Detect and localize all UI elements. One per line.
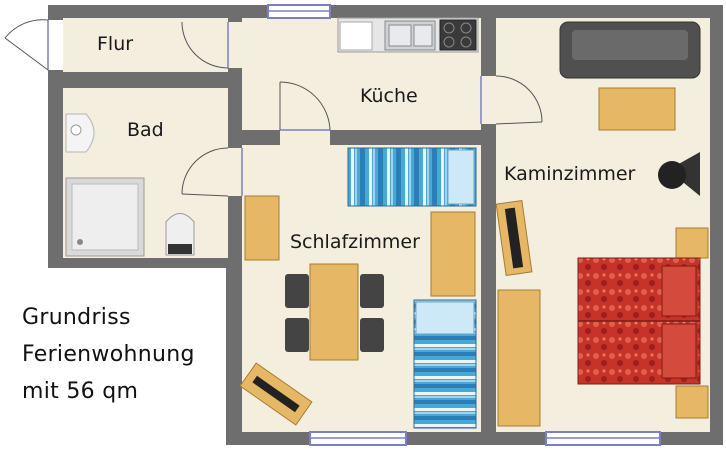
fridge-icon	[339, 21, 373, 51]
room-label-kaminzimmer: Kaminzimmer	[504, 163, 636, 185]
flur-door-swing	[181, 21, 229, 69]
bedroom-furniture	[239, 147, 477, 429]
tv-bench-bedroom	[239, 362, 313, 426]
room-label-kueche: Küche	[360, 85, 418, 107]
room-label-schlafzimmer: Schlafzimmer	[290, 231, 420, 253]
nightstand-bottom	[675, 385, 709, 419]
cutout-outside	[48, 268, 226, 448]
caption-line-2: Ferienwohnung	[22, 342, 195, 367]
floor-flur	[63, 18, 228, 72]
wardrobe-small	[430, 211, 476, 297]
doors	[4, 19, 543, 197]
kitchen-counter	[337, 17, 479, 53]
chair-icon	[360, 318, 384, 352]
caption-line-3: mit 56 qm	[22, 379, 139, 404]
room-label-flur: Flur	[97, 33, 133, 55]
bathroom-fixtures	[65, 113, 195, 257]
kamin-door-swing	[495, 75, 543, 123]
caption-line-1: Grundriss	[22, 305, 131, 330]
coffee-table	[598, 87, 676, 131]
chair-icon	[360, 274, 384, 308]
living-furniture	[495, 21, 709, 427]
kueche-door-swing	[279, 81, 331, 131]
chair-icon	[285, 318, 309, 352]
dining-table	[309, 263, 359, 361]
side-table-left	[244, 195, 280, 261]
bad-door-swing	[181, 147, 229, 195]
chair-icon	[285, 274, 309, 308]
nightstand-top	[675, 227, 709, 259]
room-label-bad: Bad	[127, 119, 164, 141]
entry-door-swing	[4, 19, 49, 39]
tv-stand-icon	[495, 199, 533, 277]
wardrobe-living	[497, 289, 541, 427]
windows	[267, 4, 661, 446]
